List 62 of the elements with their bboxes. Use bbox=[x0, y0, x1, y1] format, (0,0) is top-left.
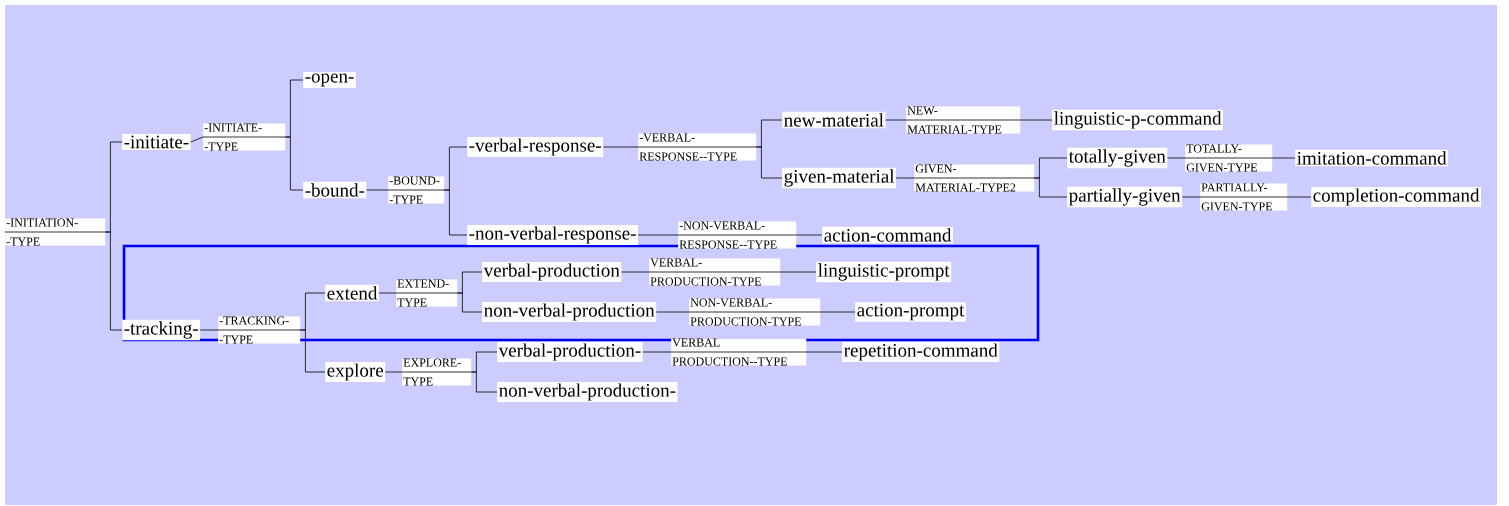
connector-line bbox=[655, 311, 690, 313]
connector-line bbox=[190, 136, 204, 143]
connector-line bbox=[471, 371, 498, 393]
connector-line bbox=[385, 371, 403, 373]
system-label: EXPLORE- TYPE bbox=[401, 358, 472, 386]
connector-line bbox=[637, 234, 679, 236]
feature-label: -tracking- bbox=[122, 319, 201, 341]
feature-label: action-prompt bbox=[855, 302, 966, 322]
system-label: TOTALLY- GIVEN-TYPE bbox=[1184, 144, 1273, 172]
feature-label: partially-given bbox=[1067, 186, 1183, 208]
feature-label: completion-command bbox=[1311, 186, 1481, 208]
feature-label: given-material bbox=[782, 167, 896, 189]
system-label: -INITIATION- -TYPE bbox=[4, 218, 106, 246]
connector-line bbox=[806, 351, 843, 353]
feature-label: -open- bbox=[303, 72, 356, 88]
feature-label: verbal-production bbox=[482, 261, 622, 283]
system-label: NON-VERBAL- PRODUCTION-TYPE bbox=[688, 298, 821, 326]
feature-label: -non-verbal-response- bbox=[467, 224, 638, 246]
connector-line bbox=[820, 311, 856, 313]
feature-label: linguistic-p-command bbox=[1052, 109, 1223, 131]
connector-line bbox=[642, 351, 672, 353]
system-label: VERBAL PRODUCTION--TYPE bbox=[670, 338, 807, 366]
connector-line bbox=[300, 329, 326, 373]
connector-line bbox=[285, 136, 304, 191]
system-label: PARTIALLY- GIVEN-TYPE bbox=[1199, 183, 1288, 211]
connector-line bbox=[366, 189, 389, 191]
system-label: -VERBAL- RESPONSE--TYPE bbox=[637, 133, 757, 161]
system-label: GIVEN- MATERIAL-TYPE2 bbox=[913, 164, 1035, 192]
connector-line bbox=[1167, 157, 1186, 159]
connector-line bbox=[444, 189, 468, 236]
feature-label: -initiate- bbox=[122, 134, 191, 150]
system-label: -INITIATE- -TYPE bbox=[202, 123, 286, 151]
feature-label: -verbal-response- bbox=[467, 136, 604, 158]
system-label: NEW- MATERIAL-TYPE bbox=[905, 106, 1021, 134]
connector-line bbox=[1272, 157, 1296, 159]
connector-line bbox=[780, 271, 817, 273]
feature-label: totally-given bbox=[1067, 147, 1168, 169]
system-label: -TRACKING- -TYPE bbox=[217, 316, 301, 344]
connector-line bbox=[885, 119, 907, 121]
feature-label: linguistic-prompt bbox=[816, 261, 952, 283]
connector-line bbox=[1020, 119, 1053, 121]
connector-line bbox=[1034, 177, 1068, 198]
system-label: -BOUND- -TYPE bbox=[387, 176, 445, 204]
connector-line bbox=[756, 146, 783, 179]
feature-label: verbal-production- bbox=[497, 341, 643, 363]
connector-line bbox=[199, 329, 219, 331]
feature-label: explore bbox=[325, 361, 386, 383]
connector-line bbox=[1181, 196, 1201, 198]
feature-label: repetition-command bbox=[842, 341, 1000, 363]
connector-line bbox=[895, 177, 915, 179]
connector-line bbox=[457, 292, 483, 313]
feature-label: non-verbal-production- bbox=[497, 381, 678, 403]
connector-line bbox=[796, 234, 823, 236]
connector-line bbox=[105, 231, 123, 331]
connector-line bbox=[1287, 196, 1312, 198]
feature-label: non-verbal-production bbox=[482, 301, 657, 323]
system-label: -NON-VERBAL- RESPONSE--TYPE bbox=[677, 221, 797, 249]
connector-line bbox=[602, 146, 639, 148]
connector-line bbox=[621, 271, 650, 273]
system-label: VERBAL- PRODUCTION-TYPE bbox=[648, 258, 781, 286]
connector-line bbox=[378, 292, 397, 294]
system-label: EXTEND- TYPE bbox=[395, 279, 458, 307]
